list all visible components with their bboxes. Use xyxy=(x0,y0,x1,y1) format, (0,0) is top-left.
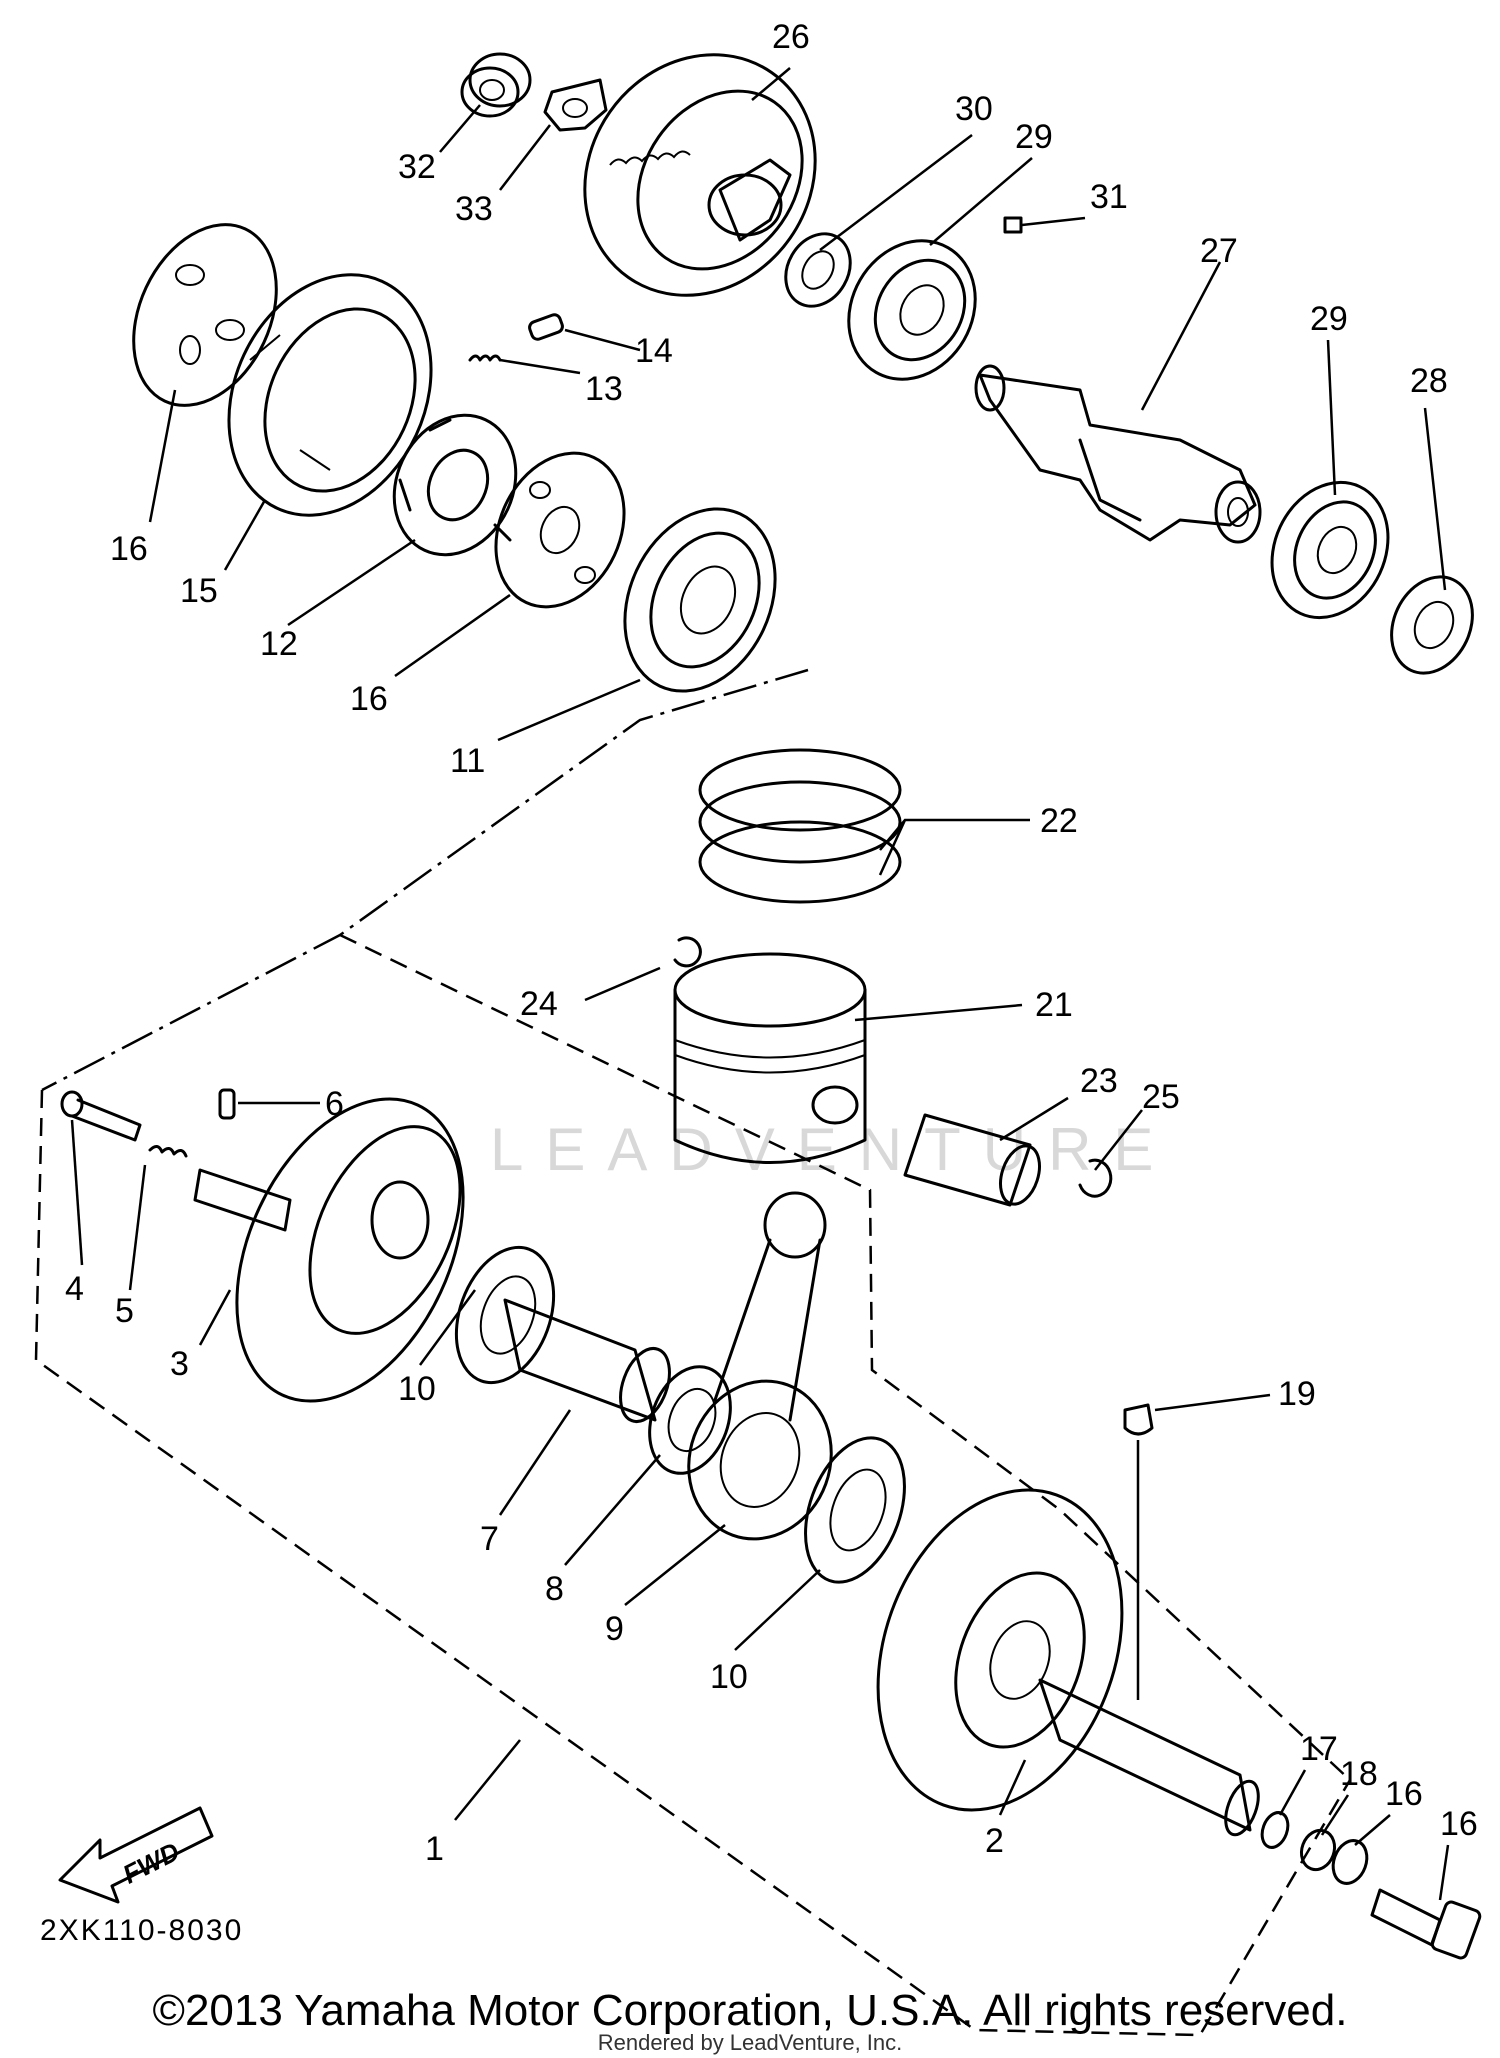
callout-29-upper: 29 xyxy=(1015,118,1053,156)
part-5-spring xyxy=(148,1145,188,1158)
callout-4: 4 xyxy=(65,1270,84,1308)
part-2-right-crank xyxy=(876,1488,1260,1837)
callout-31: 31 xyxy=(1090,178,1128,216)
part-16-plate-middle xyxy=(494,451,626,609)
part-14-pin xyxy=(528,313,564,341)
callout-3: 3 xyxy=(170,1345,189,1383)
callout-8: 8 xyxy=(545,1570,564,1608)
part-32-nut xyxy=(460,52,532,118)
callout-7: 7 xyxy=(480,1520,499,1558)
part-15-starter-gear xyxy=(227,273,433,517)
callout-23: 22 xyxy=(1040,802,1078,840)
part-10-washer-right xyxy=(804,1436,906,1584)
copyright-notice: ©2013 Yamaha Motor Corporation, U.S.A. A… xyxy=(152,1986,1348,2035)
part-9-connecting-rod xyxy=(687,1191,833,1541)
callout-6: 6 xyxy=(325,1085,344,1123)
part-8-needle-bearing xyxy=(648,1365,732,1475)
part-6-pin xyxy=(218,1088,236,1120)
leader-lines xyxy=(70,67,1450,1901)
part-23-piston-rings xyxy=(698,748,902,904)
watermark: LEADVENTURE xyxy=(490,1116,1175,1183)
callout-30: 30 xyxy=(955,90,993,128)
callout-9: 9 xyxy=(605,1610,624,1648)
part-3-left-crank xyxy=(193,1097,465,1403)
part-22-piston xyxy=(673,952,867,1164)
part-33-lock-washer xyxy=(543,78,608,132)
callout-25-lower: 25 xyxy=(1142,1078,1180,1116)
callout-26: 26 xyxy=(772,18,810,56)
part-16-plate-left xyxy=(132,223,278,407)
part-4-bolt xyxy=(60,1090,142,1142)
part-26-primary-drive-gear xyxy=(583,53,817,297)
callout-32: 32 xyxy=(398,148,436,186)
part-29-bearing-right xyxy=(1270,480,1390,620)
callout-19: 17 xyxy=(1300,1730,1338,1768)
part-29-bearing-upper xyxy=(847,239,977,381)
part-12-one-way-clutch xyxy=(392,413,518,557)
part-11-bearing xyxy=(623,507,777,693)
callout-28: 28 xyxy=(1410,362,1448,400)
callout-22: 21 xyxy=(1035,986,1073,1024)
fwd-arrow-icon: FWD xyxy=(58,1806,214,1904)
callout-18: 16 xyxy=(1385,1775,1423,1813)
callout-16-middle: 16 xyxy=(350,680,388,718)
callout-11: 11 xyxy=(450,742,485,780)
part-24-piston-pin xyxy=(903,1113,1041,1207)
callout-25-upper: 24 xyxy=(520,985,558,1023)
callout-24: 23 xyxy=(1080,1062,1118,1100)
callout-10-right: 10 xyxy=(710,1658,748,1696)
part-25-clip-lower xyxy=(1078,1158,1113,1198)
rendered-by-notice: Rendered by LeadVenture, Inc. xyxy=(597,2030,903,2055)
callout-15: 15 xyxy=(180,572,218,610)
part-25-clip-upper xyxy=(673,936,702,968)
callout-5: 5 xyxy=(115,1292,134,1330)
callout-27: 27 xyxy=(1200,232,1238,270)
callout-16-left: 16 xyxy=(110,530,148,568)
part-21-woodruff-key xyxy=(1123,1403,1154,1436)
part-31-woodruff-key xyxy=(1003,216,1023,234)
callout-13: 13 xyxy=(585,370,623,408)
callout-33: 33 xyxy=(455,190,493,228)
callout-2: 2 xyxy=(985,1822,1004,1860)
callout-labels: 26 30 29 31 27 29 28 32 33 14 13 16 15 1… xyxy=(65,18,1478,1868)
callout-20: 18 xyxy=(1340,1755,1378,1793)
part-7-crank-pin xyxy=(503,1298,671,1423)
callout-1: 1 xyxy=(425,1830,444,1868)
callout-21: 19 xyxy=(1278,1375,1316,1413)
part-27-balancer-shaft xyxy=(974,364,1262,544)
callout-17: 16 xyxy=(1440,1805,1478,1843)
callout-14: 14 xyxy=(635,332,673,370)
assembly-outline xyxy=(34,668,1352,2037)
callout-12: 12 xyxy=(260,625,298,663)
part-10-washer-left xyxy=(454,1245,556,1385)
part-28-oil-seal xyxy=(1390,575,1474,675)
callout-10-left: 10 xyxy=(398,1370,436,1408)
part-19-washer xyxy=(1260,1811,1290,1849)
callout-29-right: 29 xyxy=(1310,300,1348,338)
part-13-spring xyxy=(468,354,502,362)
part-17-bolt xyxy=(1370,1888,1482,1960)
diagram-code: 2XK110-8030 xyxy=(40,1914,243,1947)
